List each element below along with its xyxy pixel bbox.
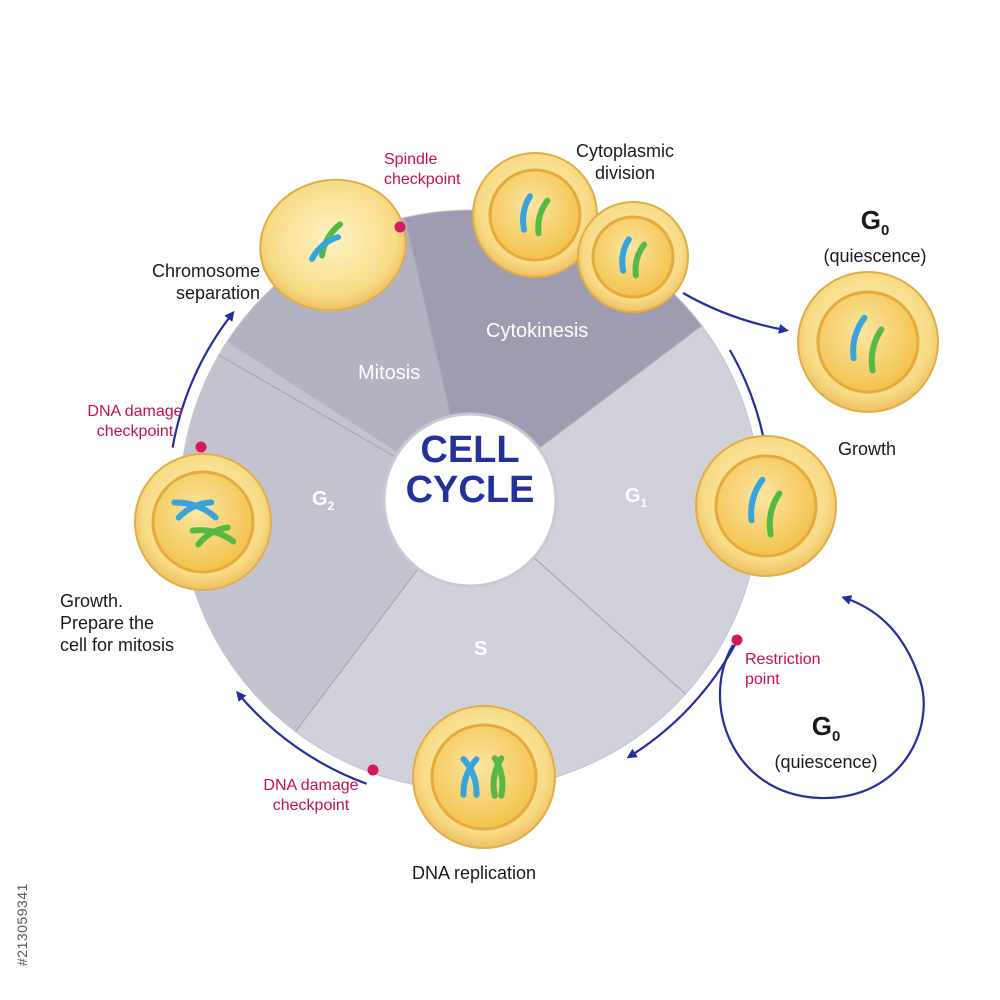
phase-cytokinesis: Cytokinesis bbox=[486, 320, 589, 342]
label-dna-replication: DNA replication bbox=[412, 863, 537, 883]
cycle-arrows bbox=[171, 212, 925, 800]
cell-nucleus bbox=[151, 470, 255, 574]
center-title: CELL CYCLE bbox=[385, 430, 555, 510]
phase-mitosis: Mitosis bbox=[358, 362, 421, 384]
cell-nucleus bbox=[430, 723, 538, 831]
label-g0-bottom: G0 (quiescence) bbox=[774, 711, 878, 773]
chromosome bbox=[619, 236, 632, 274]
chromosome bbox=[766, 490, 783, 538]
label-growth: Growth bbox=[838, 439, 897, 459]
cell-g1 bbox=[695, 435, 837, 577]
chromosome bbox=[175, 499, 215, 521]
cell-nucleus bbox=[591, 215, 675, 299]
center-title-line2: CYCLE bbox=[405, 469, 535, 511]
center-title-line1: CELL bbox=[420, 429, 520, 471]
dot-spindle-checkpoint bbox=[394, 221, 406, 233]
cell-membrane bbox=[259, 178, 407, 312]
cell-mitosis bbox=[259, 178, 407, 312]
sector-divider bbox=[218, 354, 396, 458]
cell-g2 bbox=[134, 453, 272, 591]
chromosome bbox=[319, 221, 343, 259]
chromosome bbox=[308, 234, 342, 262]
dot-dna-damage-bottom bbox=[367, 764, 379, 776]
chromosome bbox=[491, 755, 506, 799]
chromosome bbox=[460, 756, 480, 798]
phase-s: S bbox=[474, 638, 488, 660]
chromosome bbox=[748, 476, 766, 524]
arrow-g0-loop bbox=[718, 595, 925, 800]
sector-divider bbox=[533, 557, 686, 695]
chromosome bbox=[868, 326, 885, 374]
cells bbox=[134, 152, 939, 849]
sector-divider bbox=[538, 324, 702, 449]
chromosome bbox=[535, 197, 551, 237]
arrow-to-g2 bbox=[236, 691, 368, 785]
dot-restriction-point bbox=[731, 634, 743, 646]
chromosome bbox=[460, 756, 480, 798]
cell-cytokinesis-2 bbox=[577, 201, 689, 313]
checkpoint-dots bbox=[195, 221, 743, 776]
chromosome bbox=[195, 524, 231, 548]
chromosome bbox=[632, 241, 648, 279]
chromosome bbox=[850, 314, 868, 362]
cell-nucleus bbox=[488, 168, 582, 262]
sector-divider bbox=[294, 568, 419, 732]
cell-cytokinesis-1 bbox=[472, 152, 598, 278]
sector-divider bbox=[404, 217, 452, 417]
arrow-to-mitosis bbox=[171, 310, 235, 448]
cell-g0-top bbox=[797, 271, 939, 413]
cell-nucleus bbox=[714, 454, 818, 558]
dot-dna-damage-top bbox=[195, 441, 207, 453]
arrow-to-g0-top bbox=[682, 292, 789, 334]
stock-id: #213059341 bbox=[14, 883, 30, 966]
cell-s bbox=[412, 705, 556, 849]
phase-g2: G2 bbox=[312, 488, 335, 513]
center-hub bbox=[382, 412, 558, 588]
chromosome bbox=[520, 193, 533, 233]
cell-nucleus bbox=[816, 290, 920, 394]
label-g0-top: G0 (quiescence) bbox=[823, 205, 927, 267]
phase-g1: G1 bbox=[625, 485, 648, 510]
